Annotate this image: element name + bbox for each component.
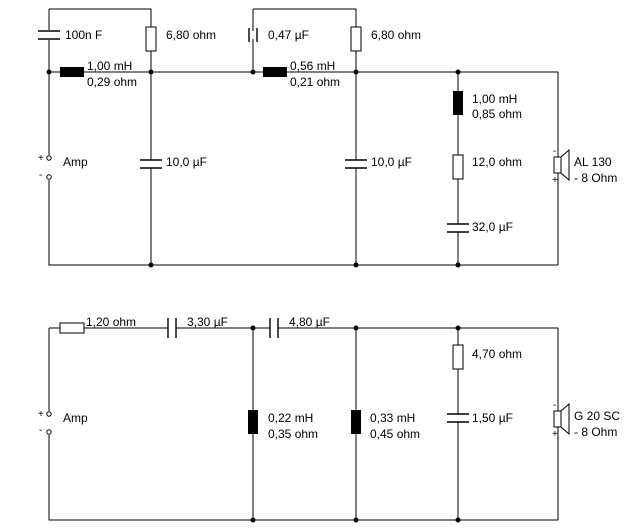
label-cap-480: 4,80 µF [289, 315, 330, 329]
capacitor-047 [248, 28, 258, 42]
amp-terminals-1 [46, 155, 52, 180]
capacitor-100n [38, 30, 60, 40]
label-res-12: 12,0 ohm [472, 155, 522, 169]
label-cap-150: 1,50 µF [472, 411, 513, 425]
inductor-1mh-a [60, 67, 84, 77]
speaker-plus-2: + [552, 429, 558, 440]
label-cap-100n: 100n F [65, 28, 102, 42]
capacitor-480 [269, 318, 279, 338]
capacitor-10-b [345, 159, 367, 169]
speaker-name-1: AL 130 [574, 155, 612, 169]
label-cap-10-a: 10,0 µF [166, 155, 207, 169]
label-ind-022-value: 0,22 mH [268, 411, 313, 425]
circuit-1: 100n F 6,80 ohm 1,00 mH 0,29 ohm 0,47 µF… [38, 8, 617, 268]
inductor-1mh-b [453, 91, 463, 115]
resistor-680-a [145, 26, 157, 52]
speaker-icon [553, 148, 570, 182]
label-res-470: 4,70 ohm [472, 347, 522, 361]
label-amp-1: Amp [63, 155, 88, 169]
capacitor-32 [447, 223, 469, 233]
label-ind-1-res: 0,29 ohm [87, 75, 137, 89]
speaker-minus-1: - [553, 146, 556, 157]
label-ind-033-value: 0,33 mH [370, 411, 415, 425]
amp-plus-2: + [38, 409, 44, 420]
label-ind-022-res: 0,35 ohm [268, 427, 318, 441]
label-amp-2: Amp [63, 411, 88, 425]
speaker-minus-2: - [553, 400, 556, 411]
label-ind-2-value: 0,56 mH [290, 59, 335, 73]
inductor-033mh [351, 410, 361, 434]
resistor-680-b [350, 26, 362, 52]
amp-minus-1: - [39, 170, 42, 181]
label-res-680-b: 6,80 ohm [371, 28, 421, 42]
label-ind-3-value: 1,00 mH [472, 92, 517, 106]
speaker-imp-1: - 8 Ohm [574, 171, 617, 185]
junctions-1 [46, 69, 461, 268]
label-cap-330: 3,30 µF [187, 315, 228, 329]
label-cap-047: 0,47 µF [268, 28, 309, 42]
capacitor-150 [447, 413, 469, 423]
amp-plus-1: + [38, 153, 44, 164]
resistor-120 [59, 322, 85, 334]
speaker-name-2: G 20 SC [574, 409, 620, 423]
capacitor-10-a [140, 159, 162, 169]
speaker-plus-1: + [552, 175, 558, 186]
resistor-470 [452, 344, 464, 370]
label-res-680-a: 6,80 ohm [166, 28, 216, 42]
label-res-120: 1,20 ohm [86, 315, 136, 329]
label-ind-2-res: 0,21 ohm [290, 75, 340, 89]
label-cap-32: 32,0 µF [472, 220, 513, 234]
amp-terminals-2 [46, 411, 52, 435]
junctions-2 [250, 325, 461, 523]
inductor-022mh [248, 410, 258, 434]
label-ind-3-res: 0,85 ohm [472, 107, 522, 121]
resistor-12 [452, 154, 464, 180]
capacitor-330 [167, 318, 177, 338]
label-cap-10-b: 10,0 µF [371, 155, 412, 169]
circuit-2: 1,20 ohm 3,30 µF 4,80 µF 0,22 mH 0,35 oh… [38, 315, 620, 523]
inductor-056mh [263, 67, 287, 77]
label-ind-1-value: 1,00 mH [87, 59, 132, 73]
speaker-imp-2: - 8 Ohm [574, 425, 617, 439]
speaker-icon [553, 402, 570, 436]
amp-minus-2: - [39, 425, 42, 436]
label-ind-033-res: 0,45 ohm [370, 427, 420, 441]
